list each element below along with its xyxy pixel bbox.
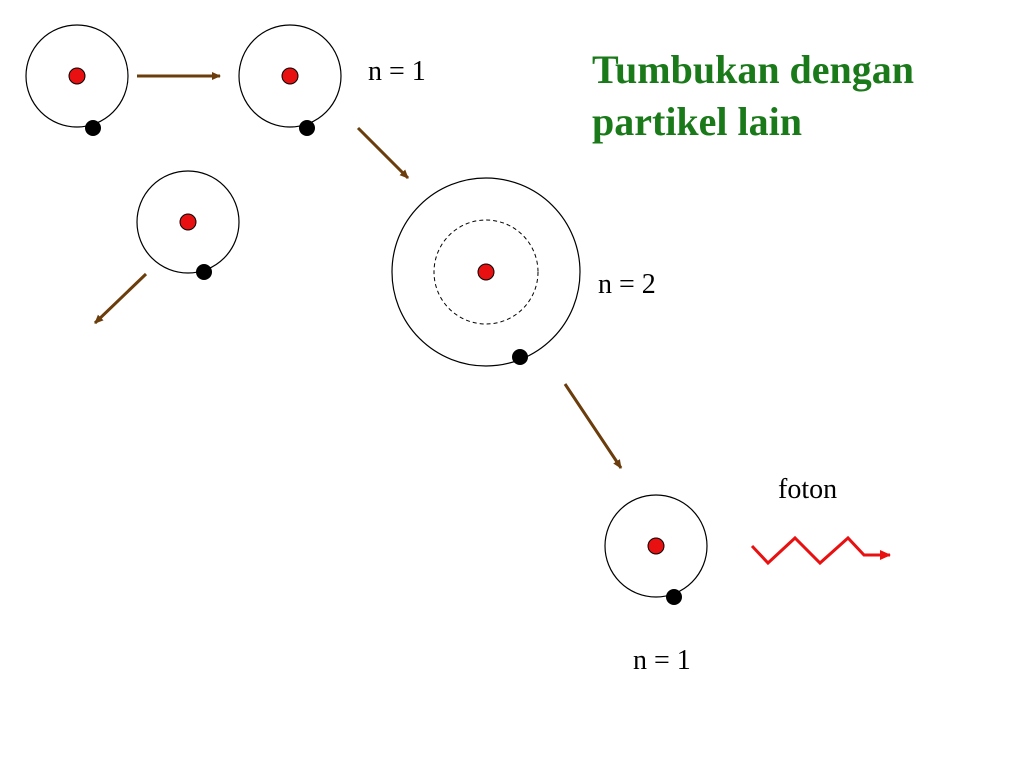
nucleus — [281, 67, 299, 85]
orbit-ring — [604, 494, 708, 598]
outer-orbit-ring — [391, 177, 581, 367]
photon-zigzag — [750, 535, 891, 566]
nucleus — [68, 67, 86, 85]
orbit-ring — [25, 24, 129, 128]
title-line-1: Tumbukan dengan — [592, 47, 915, 92]
photon-wave — [750, 535, 891, 566]
orbit-ring — [238, 24, 342, 128]
inner-orbit-dashed — [433, 219, 539, 325]
atom-scattered — [136, 170, 240, 280]
orbit-ring — [136, 170, 240, 274]
atom-ground-state — [238, 24, 342, 136]
nucleus — [477, 263, 495, 281]
label-photon: foton — [778, 474, 838, 505]
slide-title: Tumbukan dengan partikel lain — [592, 44, 914, 148]
arrow-scatter — [93, 272, 148, 325]
atom-incoming — [25, 24, 129, 136]
electron — [196, 264, 212, 280]
electron — [299, 120, 315, 136]
atom-final-ground-state — [604, 494, 708, 605]
title-line-2: partikel lain — [592, 99, 803, 144]
electron — [666, 589, 682, 605]
nucleus — [647, 537, 665, 555]
electron — [85, 120, 101, 136]
atom-excited-state — [391, 177, 581, 367]
arrow-deexcitation — [563, 383, 623, 469]
electron — [512, 349, 528, 365]
nucleus — [179, 213, 197, 231]
label-n2: n = 2 — [598, 269, 656, 300]
label-n1-top: n = 1 — [368, 56, 426, 87]
label-n1-bottom: n = 1 — [633, 645, 691, 676]
arrow-excitation — [356, 126, 410, 180]
